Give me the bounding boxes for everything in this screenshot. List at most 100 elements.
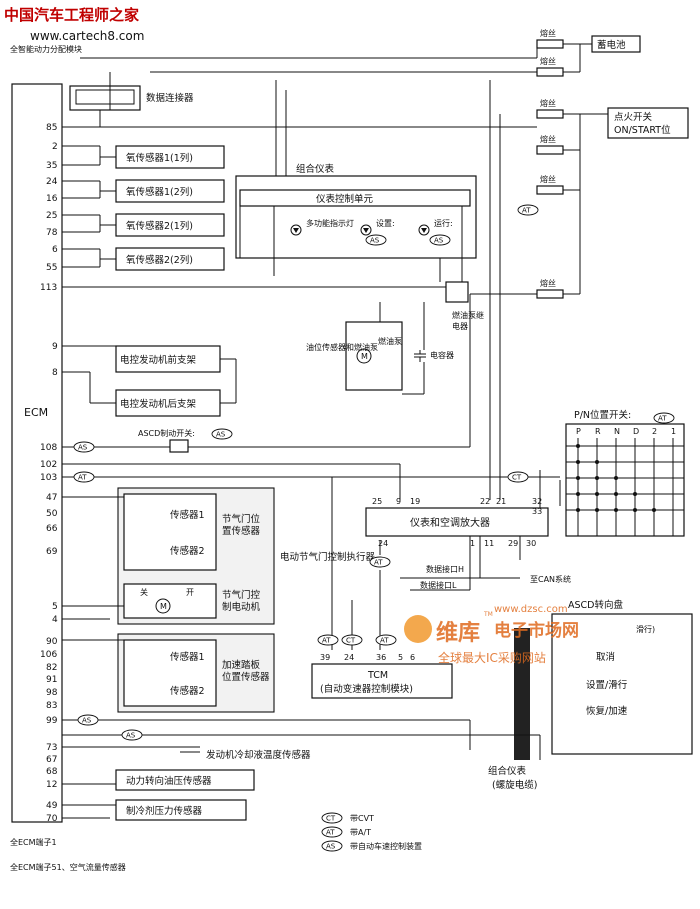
legend-tag: CT <box>326 815 336 823</box>
tcm-ct-tag: CT <box>346 637 356 645</box>
ascd-resume: 恢复/加速 <box>586 705 628 717</box>
fuse-label: 熔丝 <box>540 174 556 184</box>
tcm-ct-tag-oval <box>341 634 363 646</box>
throttle-motor <box>155 598 171 614</box>
motor-m2: M <box>160 602 167 611</box>
legend-tag-oval <box>321 812 343 824</box>
throttle-sensors <box>123 493 217 571</box>
pn-switch-title: P/N位置开关: <box>574 409 631 421</box>
ecm-pin-108: 108 <box>40 443 57 453</box>
ecm-pin-12: 12 <box>46 780 57 790</box>
pn-col-label: 2 <box>652 427 657 436</box>
fuel-pump-motor <box>356 348 372 364</box>
tcm-pin-24: 24 <box>344 653 354 662</box>
pn-contact <box>576 476 580 480</box>
amp-pin-1: 1 <box>470 539 475 548</box>
amp-pin-9: 9 <box>396 497 401 506</box>
ecm-pin-8: 8 <box>52 368 58 378</box>
legend-text: 带CVT <box>350 814 374 823</box>
ecm-footer-1: 全ECM端子1 <box>10 837 57 847</box>
accel-s1: 传感器1 <box>170 651 205 663</box>
ecm-pin-98: 98 <box>46 688 58 698</box>
motor-close: 关 <box>140 587 148 597</box>
ps-pressure-label: 动力转向油压传感器 <box>126 775 212 787</box>
meter-control-unit-label: 仪表控制单元 <box>316 193 374 205</box>
ignition-label: 点火开关 <box>614 111 653 123</box>
ecm-pin-106: 106 <box>40 650 57 660</box>
fuse-label: 熔丝 <box>540 278 556 288</box>
accel-label: 加速踏板 <box>222 659 261 671</box>
ascd-set: 设置/滑行 <box>586 679 628 691</box>
amp-pin-32: 32 <box>532 497 542 506</box>
fuse <box>536 185 564 195</box>
watermark-slogan: 全球最大IC采购网站 <box>438 650 546 665</box>
pn-contact <box>614 508 618 512</box>
dlc-inner <box>75 89 135 105</box>
spiral-cable <box>514 628 530 760</box>
legend-tag: AS <box>326 843 336 851</box>
diode-icon <box>421 228 427 233</box>
coolant-label: 发动机冷却液温度传感器 <box>206 749 311 761</box>
fuse <box>536 109 564 119</box>
ecm-pin-78: 78 <box>46 228 58 238</box>
fuse <box>536 67 564 77</box>
fuse-label: 熔丝 <box>540 56 556 66</box>
accel-sensors <box>123 639 217 707</box>
ignition-box <box>607 107 689 139</box>
fuse <box>536 145 564 155</box>
amp-pin-19: 19 <box>410 497 420 506</box>
fuse-at-tag: AT <box>522 207 531 215</box>
watermark-name: 维库 <box>436 620 480 646</box>
tcm-pin-36: 36 <box>376 653 386 662</box>
ecm-pin-85: 85 <box>46 123 57 133</box>
amp-pin-25: 25 <box>372 497 382 506</box>
o2-sensor-label: 氧传感器2(1列) <box>126 220 193 232</box>
top-left-note: 全智能动力分配模块 <box>10 44 82 54</box>
ecm-pin-35: 35 <box>46 161 57 171</box>
meter-ac-amp <box>365 507 549 537</box>
spiral-label-2: (螺旋电缆) <box>492 779 537 791</box>
tcm-at-tag-2-oval <box>375 634 397 646</box>
pn-col-label: D <box>633 427 639 436</box>
ecm-footer-2: 全ECM端子51、空气流量传感器 <box>10 862 126 872</box>
combo-meter-title: 组合仪表 <box>296 163 335 175</box>
indicator-lamp-icon <box>290 224 302 236</box>
ecm-pin-55: 55 <box>46 263 57 273</box>
throttle-motor-label-2: 制电动机 <box>222 601 261 613</box>
pn-contact <box>614 476 618 480</box>
dlc-label: 数据连接器 <box>146 92 194 104</box>
ecm-73-as-tag: AS <box>126 732 136 740</box>
amp-pin-29: 29 <box>508 539 518 548</box>
pn-contact <box>595 508 599 512</box>
amp-title: 仪表和空调放大器 <box>410 516 490 529</box>
legend-tag-oval <box>321 840 343 852</box>
front-mount-label: 电控发动机前支架 <box>120 354 197 366</box>
ascd-cancel: 取消 <box>596 651 615 663</box>
ecm-108-as-tag: AS <box>78 444 88 452</box>
ecm-pin-99: 99 <box>46 716 58 726</box>
ascd-steer-first-suffix: 滑行) <box>636 624 655 634</box>
tcm-pin-5: 5 <box>398 653 403 662</box>
tcm-label: TCM <box>367 670 388 681</box>
indicator-lamp-icon <box>360 224 372 236</box>
amp-ct-tag: CT <box>512 474 522 482</box>
ecm-pin-68: 68 <box>46 767 58 777</box>
ecm-pin-9: 9 <box>52 342 58 352</box>
oxygen-sensors: 氧传感器1(1列)氧传感器1(2列)氧传感器2(1列)氧传感器2(2列) <box>115 145 225 271</box>
ecm-pin-102: 102 <box>40 460 57 470</box>
ecm-pin-82: 82 <box>46 663 57 673</box>
capacitor <box>414 350 426 362</box>
tcm-at-tag-2: AT <box>380 637 389 645</box>
lamp-label: 多功能指示灯 <box>306 218 354 228</box>
fuse <box>536 289 564 299</box>
lamp-set-as-tag-oval <box>365 234 387 246</box>
throttle-actuator: 电动节气门控制执行器 <box>280 551 376 563</box>
motor-open: 开 <box>186 588 194 597</box>
ascd-steer-box <box>551 613 693 755</box>
pn-contact <box>595 460 599 464</box>
ecm-103-at-tag: AT <box>78 474 87 482</box>
fuel-level-label: 油位传感器和燃油泵 <box>306 342 378 352</box>
